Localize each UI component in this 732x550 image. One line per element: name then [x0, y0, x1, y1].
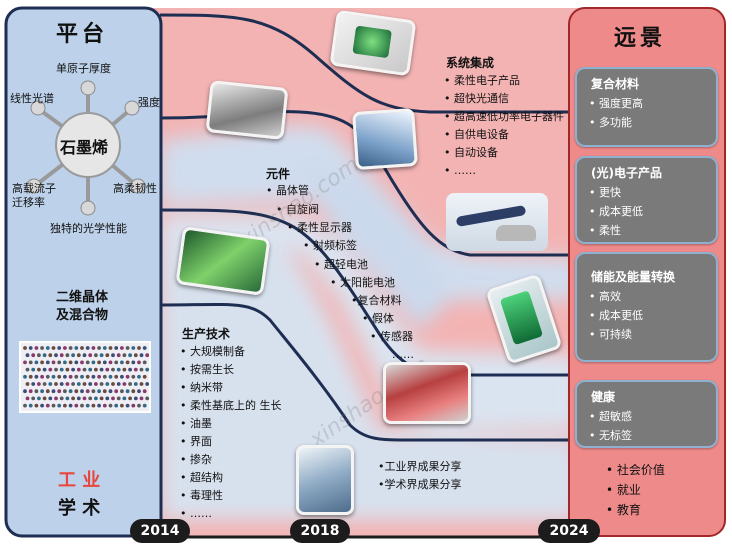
card-item: • 更快: [589, 186, 621, 199]
prop-optical: 独特的光学性能: [50, 222, 127, 235]
component-item: • 晶体管: [266, 184, 309, 197]
list-item: • 纳米带: [180, 381, 223, 394]
list-item: • 掺杂: [180, 453, 212, 466]
list-item: •工业界成果分享: [378, 460, 462, 473]
list-item: • 毒理性: [180, 489, 223, 502]
list-item: • ……: [444, 164, 476, 177]
list-item: • 油墨: [180, 417, 212, 430]
component-item: • 太阳能电池: [330, 276, 395, 289]
card-title: (光)电子产品: [591, 166, 662, 180]
list-item: • 柔性基底上的 生长: [180, 399, 282, 412]
year-2014-badge: 2014: [130, 519, 190, 543]
component-item: •复合材料: [351, 294, 402, 307]
prop-carrier-line2: 迁移率: [12, 196, 45, 209]
list-item: • 就业: [606, 483, 641, 497]
card-item: • 高效: [589, 290, 621, 303]
list-item: • 界面: [180, 435, 212, 448]
list-item: • 自动设备: [444, 146, 498, 159]
lab-sample-photo: [296, 445, 354, 515]
components-title: 元件: [266, 167, 291, 181]
card-item: • 超敏感: [589, 410, 632, 423]
year-2024-badge: 2024: [538, 519, 600, 543]
list-item: • 自供电设备: [444, 128, 509, 141]
system-integration-list: • 柔性电子产品 • 超快光通信 • 超高速低功率电子器件 • 自供电设备 • …: [444, 72, 564, 180]
card-item: • 多功能: [589, 116, 632, 129]
industry-label: 工 业: [58, 470, 101, 491]
vision-card-composites: 复合材料 • 强度更高 • 多功能: [575, 67, 718, 147]
list-item: • 教育: [606, 503, 641, 517]
list-item: • 超高速低功率电子器件: [444, 110, 564, 123]
year-2018-badge: 2018: [290, 519, 350, 543]
prop-linear-spectrum: 线性光谱: [10, 92, 54, 105]
graphene-label: 石墨烯: [60, 138, 109, 157]
prop-strength: 强度: [138, 96, 160, 109]
vision-card-optoelectronics: (光)电子产品 • 更快 • 成本更低 • 柔性: [575, 156, 718, 244]
vision-title: 远景: [614, 26, 667, 51]
two-d-crystal-line2: 及混合物: [56, 308, 109, 323]
card-title: 复合材料: [591, 77, 640, 91]
prop-carrier-line1: 高载流子: [12, 182, 56, 195]
card-item: • 成本更低: [589, 205, 643, 218]
system-integration-title: 系统集成: [446, 56, 495, 70]
list-item: •学术界成果分享: [378, 478, 462, 491]
vision-card-energy: 储能及能量转换 • 高效 • 成本更低 • 可持续: [575, 252, 718, 362]
card-title: 健康: [591, 390, 616, 404]
component-item: ……: [392, 348, 414, 361]
list-item: • ……: [180, 507, 212, 520]
academic-label: 学 术: [58, 498, 101, 519]
pathway-line-top: [159, 13, 575, 114]
list-item: • 柔性电子产品: [444, 74, 520, 87]
component-item: • 超轻电池: [314, 258, 368, 271]
card-item: • 可持续: [589, 328, 632, 341]
component-item: • 柔性显示器: [287, 221, 352, 234]
card-item: • 强度更高: [589, 97, 643, 110]
pathway-line-lower: [159, 302, 575, 442]
list-item: • 按需生长: [180, 363, 234, 376]
vehicles-photo: [446, 193, 548, 251]
production-title: 生产技术: [182, 327, 231, 341]
sharing-list: •工业界成果分享 •学术界成果分享: [378, 458, 462, 494]
list-item: • 大规模制备: [180, 345, 245, 358]
flexible-film-photo: [205, 80, 289, 140]
component-item: • 传感器: [370, 330, 413, 343]
device-photo-tablet: [329, 9, 417, 77]
component-item: • 自旋阀: [276, 203, 319, 216]
fiber-photo: [383, 362, 471, 424]
card-item: • 成本更低: [589, 309, 643, 322]
component-item: • 假体: [362, 312, 394, 325]
platform-title: 平台: [56, 22, 109, 47]
card-item: • 无标签: [589, 429, 632, 442]
list-item: • 社会价值: [606, 463, 665, 477]
graphene-hub: [26, 80, 146, 216]
card-title: 储能及能量转换: [591, 270, 676, 284]
crystal-structure-image: [19, 341, 151, 413]
prop-single-atom: 单原子厚度: [56, 62, 111, 75]
vision-bottom-list: • 社会价值 • 就业 • 教育: [606, 460, 665, 520]
list-item: • 超快光通信: [444, 92, 509, 105]
flexible-circuit-photo: [175, 226, 271, 296]
vision-card-health: 健康 • 超敏感 • 无标签: [575, 380, 718, 448]
prop-flexibility: 高柔韧性: [113, 182, 157, 195]
curved-display-photo: [352, 107, 418, 171]
production-list: • 大规模制备 • 按需生长 • 纳米带 • 柔性基底上的 生长 • 油墨 • …: [180, 343, 282, 523]
component-item: • 射频标签: [303, 239, 357, 252]
list-item: • 超结构: [180, 471, 223, 484]
card-item: • 柔性: [589, 224, 621, 237]
two-d-crystal-line1: 二维晶体: [56, 290, 109, 305]
